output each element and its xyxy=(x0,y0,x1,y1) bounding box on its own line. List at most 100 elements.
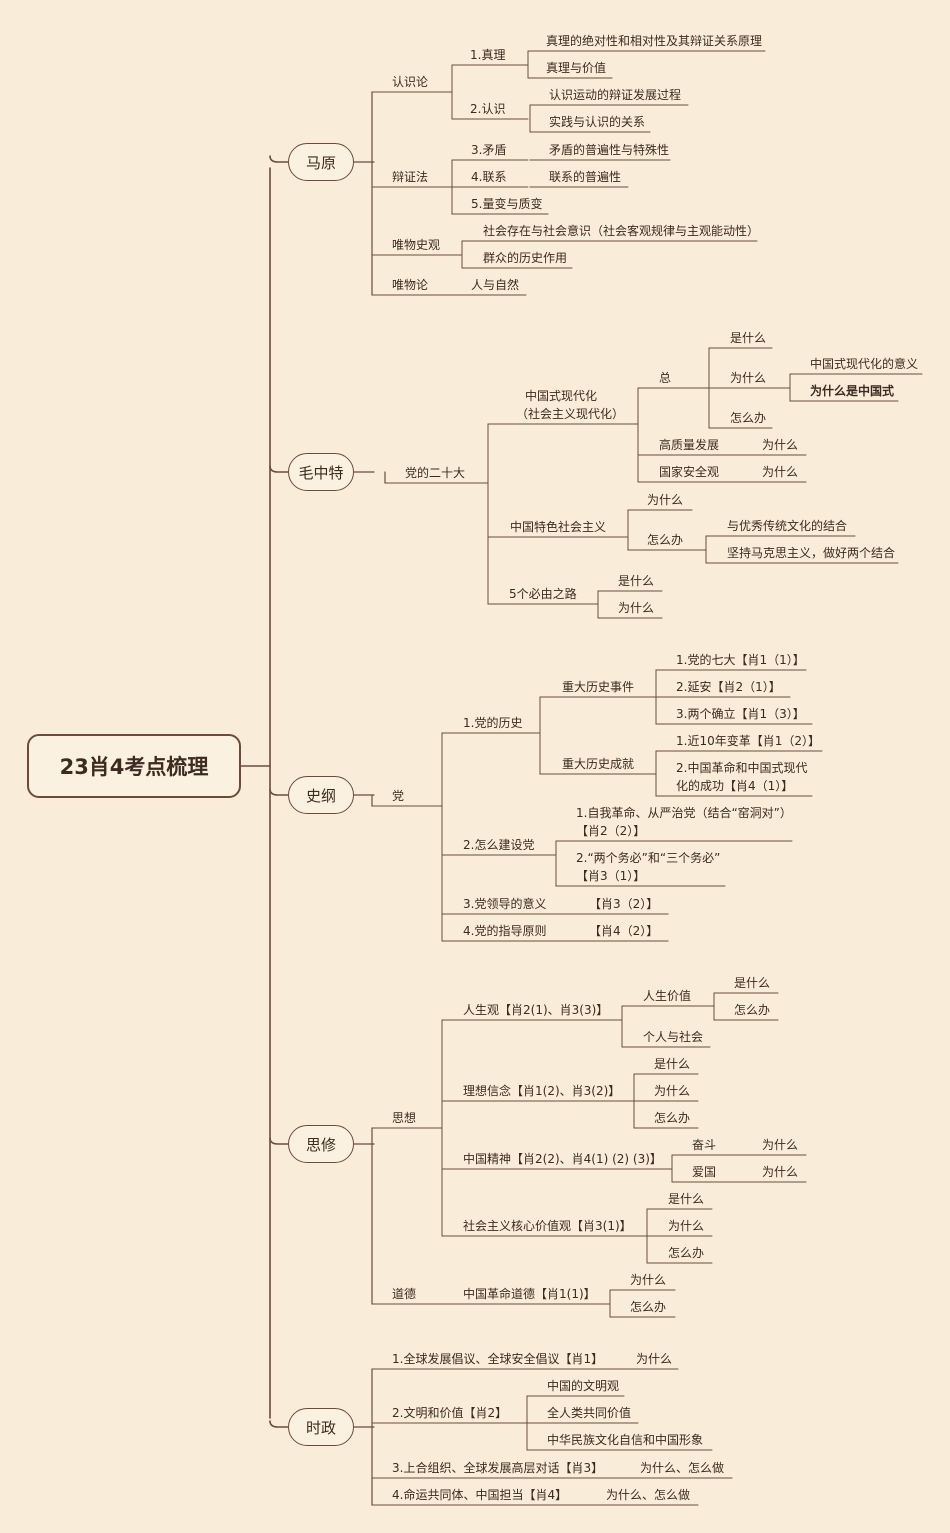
topic-label[interactable]: 坚持马克思主义，做好两个结合 xyxy=(727,546,896,560)
topic-label[interactable]: 3.两个确立【肖1（3）】 xyxy=(676,707,805,721)
topic-label[interactable]: 重大历史事件 xyxy=(562,680,635,694)
topic-label[interactable]: 为什么 xyxy=(762,465,799,479)
topic-label[interactable]: 1.党的七大【肖1（1）】 xyxy=(676,653,805,667)
topic-label[interactable]: 2.中国革命和中国式现代 xyxy=(676,761,808,775)
topic-label[interactable]: 为什么 xyxy=(618,601,655,615)
topic-label[interactable]: 是什么 xyxy=(618,574,655,588)
topic-label[interactable]: 中华民族文化自信和中国形象 xyxy=(547,1433,704,1447)
main-branch-shizheng[interactable]: 时政 xyxy=(288,1408,354,1446)
main-branch-shi[interactable]: 史纲 xyxy=(288,776,354,814)
topic-label[interactable]: 3.矛盾 xyxy=(471,143,507,157)
topic-label[interactable]: 为什么 xyxy=(630,1273,667,1287)
topic-label[interactable]: 重大历史成就 xyxy=(562,757,635,771)
topic-label[interactable]: 人生观【肖2(1)、肖3(3)】 xyxy=(463,1003,609,1017)
topic-label[interactable]: 与优秀传统文化的结合 xyxy=(727,519,848,533)
topic-label[interactable]: 人与自然 xyxy=(471,278,520,292)
topic-label[interactable]: 为什么 xyxy=(730,371,767,385)
topic-label[interactable]: 真理与价值 xyxy=(546,61,607,75)
topic-label[interactable]: 4.党的指导原则 xyxy=(463,924,547,938)
topic-label[interactable]: 怎么办 xyxy=(730,411,767,425)
topic-label[interactable]: 【肖2（2）】 xyxy=(576,824,646,838)
topic-label[interactable]: 为什么 xyxy=(668,1219,705,1233)
topic-label[interactable]: 道德 xyxy=(392,1287,417,1301)
topic-label[interactable]: 中国式现代化的意义 xyxy=(810,357,919,371)
topic-label[interactable]: 2.文明和价值【肖2】 xyxy=(392,1406,508,1420)
topic-label[interactable]: 5.量变与质变 xyxy=(471,197,543,211)
topic-label[interactable]: 总 xyxy=(659,371,672,385)
topic-label[interactable]: 实践与认识的关系 xyxy=(549,115,646,129)
topic-label[interactable]: 1.全球发展倡议、全球安全倡议【肖1】 xyxy=(392,1352,604,1366)
topic-label[interactable]: 矛盾的普遍性与特殊性 xyxy=(549,143,670,157)
main-branch-si[interactable]: 思修 xyxy=(288,1125,354,1163)
topic-label[interactable]: 5个必由之路 xyxy=(509,587,577,601)
topic-label[interactable]: 为什么 xyxy=(647,493,684,507)
topic-label[interactable]: 是什么 xyxy=(654,1057,691,1071)
topic-label[interactable]: 为什么 xyxy=(654,1084,691,1098)
topic-label[interactable]: 爱国 xyxy=(692,1165,717,1179)
topic-label[interactable]: 2.延安【肖2（1）】 xyxy=(676,680,781,694)
topic-label[interactable]: 中国式现代化 xyxy=(525,389,598,403)
topic-label[interactable]: 2.认识 xyxy=(470,102,506,116)
topic-label[interactable]: 是什么 xyxy=(668,1192,705,1206)
topic-label[interactable]: 中国革命道德【肖1(1)】 xyxy=(463,1287,596,1301)
topic-label[interactable]: 群众的历史作用 xyxy=(483,251,568,265)
topic-label[interactable]: 社会存在与社会意识（社会客观规律与主观能动性） xyxy=(483,224,760,238)
connector-curve xyxy=(269,1420,289,1428)
topic-label[interactable]: 怎么办 xyxy=(734,1003,771,1017)
topic-label[interactable]: 全人类共同价值 xyxy=(547,1406,632,1420)
topic-label[interactable]: 认识论 xyxy=(392,75,429,89)
topic-label[interactable]: 奋斗 xyxy=(692,1138,717,1152)
topic-label[interactable]: 个人与社会 xyxy=(643,1030,704,1044)
topic-label[interactable]: 2.“两个务必”和“三个务必” xyxy=(576,851,721,865)
topic-label[interactable]: 为什么 xyxy=(762,1138,799,1152)
topic-label[interactable]: 化的成功【肖4（1）】 xyxy=(676,779,794,793)
topic-label[interactable]: 理想信念【肖1(2)、肖3(2)】 xyxy=(463,1084,621,1098)
topic-label[interactable]: 为什么 xyxy=(636,1352,673,1366)
topic-label[interactable]: 中国精神【肖2(2)、肖4(1) (2) (3)】 xyxy=(463,1152,662,1166)
topic-label[interactable]: 1.近10年变革【肖1（2）】 xyxy=(676,734,820,748)
topic-label[interactable]: 是什么 xyxy=(734,976,771,990)
topic-label[interactable]: 党 xyxy=(392,789,405,803)
topic-label[interactable]: 【肖4（2）】 xyxy=(589,924,659,938)
topic-label[interactable]: 怎么办 xyxy=(654,1111,691,1125)
topic-label[interactable]: 唯物论 xyxy=(392,278,429,292)
topic-label[interactable]: 真理的绝对性和相对性及其辩证关系原理 xyxy=(546,34,763,48)
topic-label[interactable]: 怎么办 xyxy=(630,1300,667,1314)
topic-label[interactable]: 社会主义核心价值观【肖3(1)】 xyxy=(463,1219,632,1233)
topic-label[interactable]: 为什么、怎么做 xyxy=(606,1488,691,1502)
topic-label[interactable]: 高质量发展 xyxy=(659,438,720,452)
topic-label[interactable]: 为什么 xyxy=(762,438,799,452)
topic-label[interactable]: 2.怎么建设党 xyxy=(463,838,535,852)
topic-label[interactable]: 怎么办 xyxy=(668,1246,705,1260)
topic-label[interactable]: 联系的普遍性 xyxy=(549,170,622,184)
connector-curve xyxy=(269,465,289,473)
topic-label[interactable]: 人生价值 xyxy=(643,989,692,1003)
topic-label[interactable]: 思想 xyxy=(392,1111,417,1125)
topic-label[interactable]: 怎么办 xyxy=(647,533,684,547)
topic-label[interactable]: 是什么 xyxy=(730,331,767,345)
topic-label[interactable]: 认识运动的辩证发展过程 xyxy=(549,88,682,102)
topic-label[interactable]: 中国的文明观 xyxy=(547,1379,620,1393)
topic-label[interactable]: 4.联系 xyxy=(471,170,507,184)
topic-label[interactable]: 为什么是中国式 xyxy=(810,384,895,398)
topic-label[interactable]: 中国特色社会主义 xyxy=(510,520,607,534)
topic-label[interactable]: 3.上合组织、全球发展高层对话【肖3】 xyxy=(392,1461,604,1475)
topic-label[interactable]: 为什么、怎么做 xyxy=(640,1461,725,1475)
topic-label[interactable]: 为什么 xyxy=(762,1165,799,1179)
topic-label[interactable]: 1.自我革命、从严治党（结合“窑洞对”） xyxy=(576,806,792,820)
topic-label[interactable]: 【肖3（1）】 xyxy=(576,869,646,883)
topic-label[interactable]: 辩证法 xyxy=(392,170,429,184)
main-branch-ma[interactable]: 马原 xyxy=(288,143,354,181)
topic-label[interactable]: 3.党领导的意义 xyxy=(463,897,547,911)
main-branch-mao[interactable]: 毛中特 xyxy=(288,453,354,491)
topic-label[interactable]: 党的二十大 xyxy=(405,466,466,480)
topic-label[interactable]: 1.真理 xyxy=(470,48,506,62)
root-node[interactable]: 23肖4考点梳理 xyxy=(27,734,241,798)
topic-label[interactable]: 唯物史观 xyxy=(392,238,441,252)
topic-label[interactable]: 1.党的历史 xyxy=(463,716,523,730)
topic-label[interactable]: 【肖3（2）】 xyxy=(589,897,659,911)
topic-label[interactable]: （社会主义现代化） xyxy=(516,407,625,421)
topic-label[interactable]: 国家安全观 xyxy=(659,465,720,479)
topic-label[interactable]: 4.命运共同体、中国担当【肖4】 xyxy=(392,1488,568,1502)
